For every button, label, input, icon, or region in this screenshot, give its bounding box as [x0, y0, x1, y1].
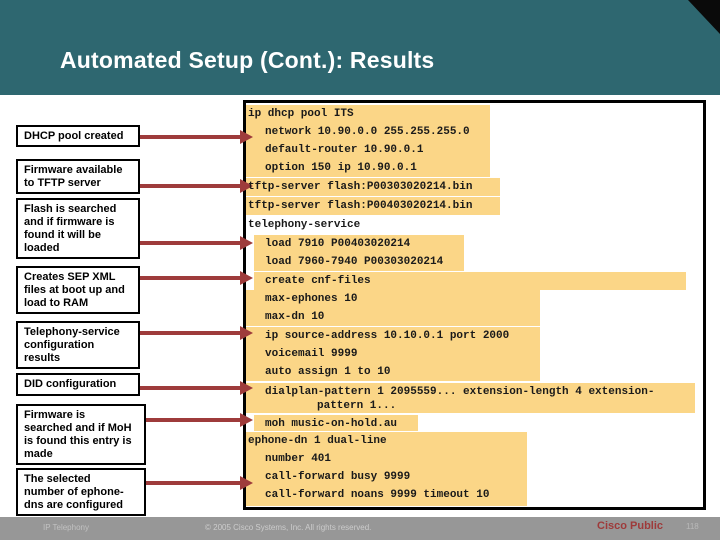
highlight-bar [246, 178, 500, 196]
code-text: moh music-on-hold.au [265, 418, 398, 430]
code-line: tftp-server flash:P00303020214.bin [246, 178, 703, 196]
highlight-bar [246, 486, 527, 506]
code-text: load 7910 P00403020214 [265, 238, 411, 250]
arrow-head-icon [240, 476, 253, 490]
footer-classification: Cisco Public [597, 520, 664, 532]
code-text: ip source-address 10.10.0.1 port 2000 [265, 330, 510, 342]
highlight-bar [246, 432, 527, 450]
footer-page-number: 118 [686, 522, 699, 531]
code-line: network 10.90.0.0 255.255.255.0 [246, 123, 703, 141]
highlight-bar [246, 141, 490, 159]
code-line: option 150 ip 10.90.0.1 [246, 159, 703, 177]
code-line: dialplan-pattern 1 2095559... extension-… [246, 383, 703, 398]
code-line: pattern 1... [246, 397, 703, 413]
callout-label: DHCP pool created [16, 125, 140, 147]
slide-header: Automated Setup (Cont.): Results [0, 0, 720, 95]
code-line: call-forward busy 9999 [246, 468, 703, 486]
code-line: number 401 [246, 450, 703, 468]
highlight-bar [246, 468, 527, 486]
arrow-head-icon [240, 381, 253, 395]
code-line: ip source-address 10.10.0.1 port 2000 [246, 327, 703, 345]
highlight-bar [246, 197, 500, 215]
highlight-bar [254, 272, 686, 290]
highlight-bar [254, 235, 464, 253]
corner-triangle-decoration [688, 0, 720, 34]
footer-copyright: © 2005 Cisco Systems, Inc. All rights re… [205, 523, 372, 532]
arrow-head-icon [240, 413, 253, 427]
highlight-bar [254, 415, 418, 431]
highlight-bar [246, 327, 540, 345]
highlight-bar [246, 450, 527, 468]
code-text: telephony-service [248, 219, 361, 231]
highlight-bar [246, 397, 695, 413]
slide-title: Automated Setup (Cont.): Results [60, 47, 435, 73]
config-output-panel: ip dhcp pool ITS network 10.90.0.0 255.25… [243, 100, 706, 510]
highlight-bar [246, 105, 490, 123]
highlight-bar [246, 345, 540, 363]
code-text: auto assign 1 to 10 [265, 366, 391, 378]
highlight-bar [246, 159, 490, 177]
slide-footer: IP Telephony © 2005 Cisco Systems, Inc. … [0, 517, 720, 540]
code-text: pattern 1... [317, 400, 397, 412]
code-line: telephony-service [246, 216, 703, 234]
code-text: call-forward busy 9999 [265, 471, 411, 483]
code-line: default-router 10.90.0.1 [246, 141, 703, 159]
code-text: network 10.90.0.0 255.255.255.0 [265, 126, 470, 138]
highlight-bar [246, 308, 540, 326]
callout-label: Firmware available to TFTP server [16, 159, 140, 194]
highlight-bar [246, 383, 695, 397]
highlight-bar [246, 363, 540, 381]
code-text: option 150 ip 10.90.0.1 [265, 162, 417, 174]
code-text: voicemail 9999 [265, 348, 358, 360]
code-line: call-forward noans 9999 timeout 10 [246, 486, 703, 506]
code-text: tftp-server flash:P00403020214.bin [248, 200, 473, 212]
arrow-connector [140, 135, 240, 139]
callout-label: DID configuration [16, 373, 140, 396]
code-line: load 7910 P00403020214 [246, 235, 703, 253]
code-line: ephone-dn 1 dual-line [246, 432, 703, 450]
callout-label: Creates SEP XML files at boot up and loa… [16, 266, 140, 314]
code-text: ip dhcp pool ITS [248, 108, 354, 120]
code-line: max-dn 10 [246, 308, 703, 326]
code-line: create cnf-files [246, 272, 703, 290]
code-text: dialplan-pattern 1 2095559... extension-… [265, 386, 655, 398]
callout-label: Telephony-service configuration results [16, 321, 140, 369]
callout-label: The selected number of ephone- dns are c… [16, 468, 146, 516]
code-text: create cnf-files [265, 275, 371, 287]
code-text: max-ephones 10 [265, 293, 358, 305]
callout-label: Flash is searched and if firmware is fou… [16, 198, 140, 259]
code-text: ephone-dn 1 dual-line [248, 435, 387, 447]
highlight-bar [246, 290, 540, 308]
arrow-connector [146, 481, 240, 485]
code-text: default-router 10.90.0.1 [265, 144, 424, 156]
arrow-connector [140, 241, 240, 245]
arrow-head-icon [240, 179, 253, 193]
arrow-head-icon [240, 326, 253, 340]
code-line: tftp-server flash:P00403020214.bin [246, 197, 703, 215]
arrow-head-icon [240, 236, 253, 250]
code-line: moh music-on-hold.au [246, 415, 703, 431]
arrow-head-icon [240, 271, 253, 285]
code-line: voicemail 9999 [246, 345, 703, 363]
arrow-connector [140, 386, 240, 390]
code-text: number 401 [265, 453, 332, 465]
code-text: tftp-server flash:P00303020214.bin [248, 181, 473, 193]
arrow-connector [140, 331, 240, 335]
code-text: max-dn 10 [265, 311, 325, 323]
arrow-connector [146, 418, 240, 422]
code-line: max-ephones 10 [246, 290, 703, 308]
code-line: load 7960-7940 P00303020214 [246, 253, 703, 271]
highlight-bar [246, 123, 490, 141]
highlight-bar [254, 253, 464, 271]
arrow-connector [140, 276, 240, 280]
code-text: call-forward noans 9999 timeout 10 [265, 489, 490, 501]
callout-label: Firmware is searched and if MoH is found… [16, 404, 146, 465]
code-text: load 7960-7940 P00303020214 [265, 256, 444, 268]
code-line: auto assign 1 to 10 [246, 363, 703, 381]
footer-product-name: IP Telephony [43, 523, 89, 532]
code-line: ip dhcp pool ITS [246, 105, 703, 123]
arrow-connector [140, 184, 240, 188]
arrow-head-icon [240, 130, 253, 144]
